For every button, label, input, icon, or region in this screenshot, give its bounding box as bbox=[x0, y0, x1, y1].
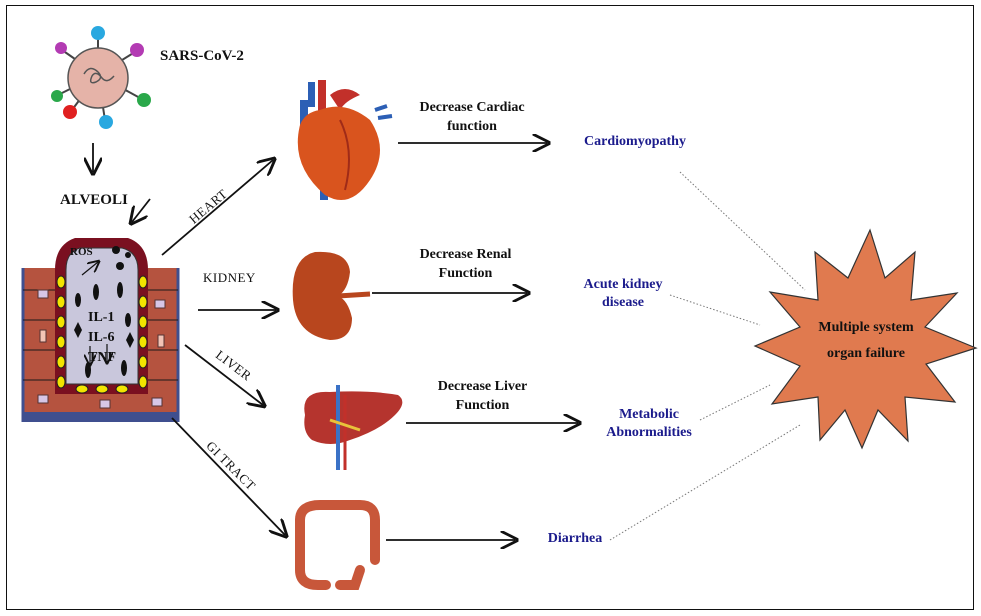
arrow-to-gi-tract bbox=[172, 418, 285, 535]
sars-cov-2-virus-icon bbox=[51, 26, 151, 129]
kidney-icon bbox=[293, 252, 370, 340]
heart-icon bbox=[298, 80, 392, 200]
alveoli-pointer-arrow bbox=[132, 199, 150, 222]
cytokine-tnf: TNF bbox=[88, 350, 116, 366]
connector-lines bbox=[610, 172, 805, 540]
ros-label: ROS bbox=[70, 246, 93, 258]
cytokine-il1: IL-1 bbox=[88, 310, 114, 326]
intestine-icon bbox=[300, 505, 375, 585]
organ-label-kidney: KIDNEY bbox=[203, 270, 256, 286]
cytokine-il6: IL-6 bbox=[88, 330, 114, 346]
outcome-diarrhea: Diarrhea bbox=[535, 531, 615, 547]
liver-icon bbox=[304, 385, 402, 470]
virus-label: SARS-CoV-2 bbox=[160, 48, 244, 65]
outcome-cardiomyopathy: Cardiomyopathy bbox=[570, 134, 700, 150]
alveoli-label: ALVEOLI bbox=[60, 192, 128, 209]
